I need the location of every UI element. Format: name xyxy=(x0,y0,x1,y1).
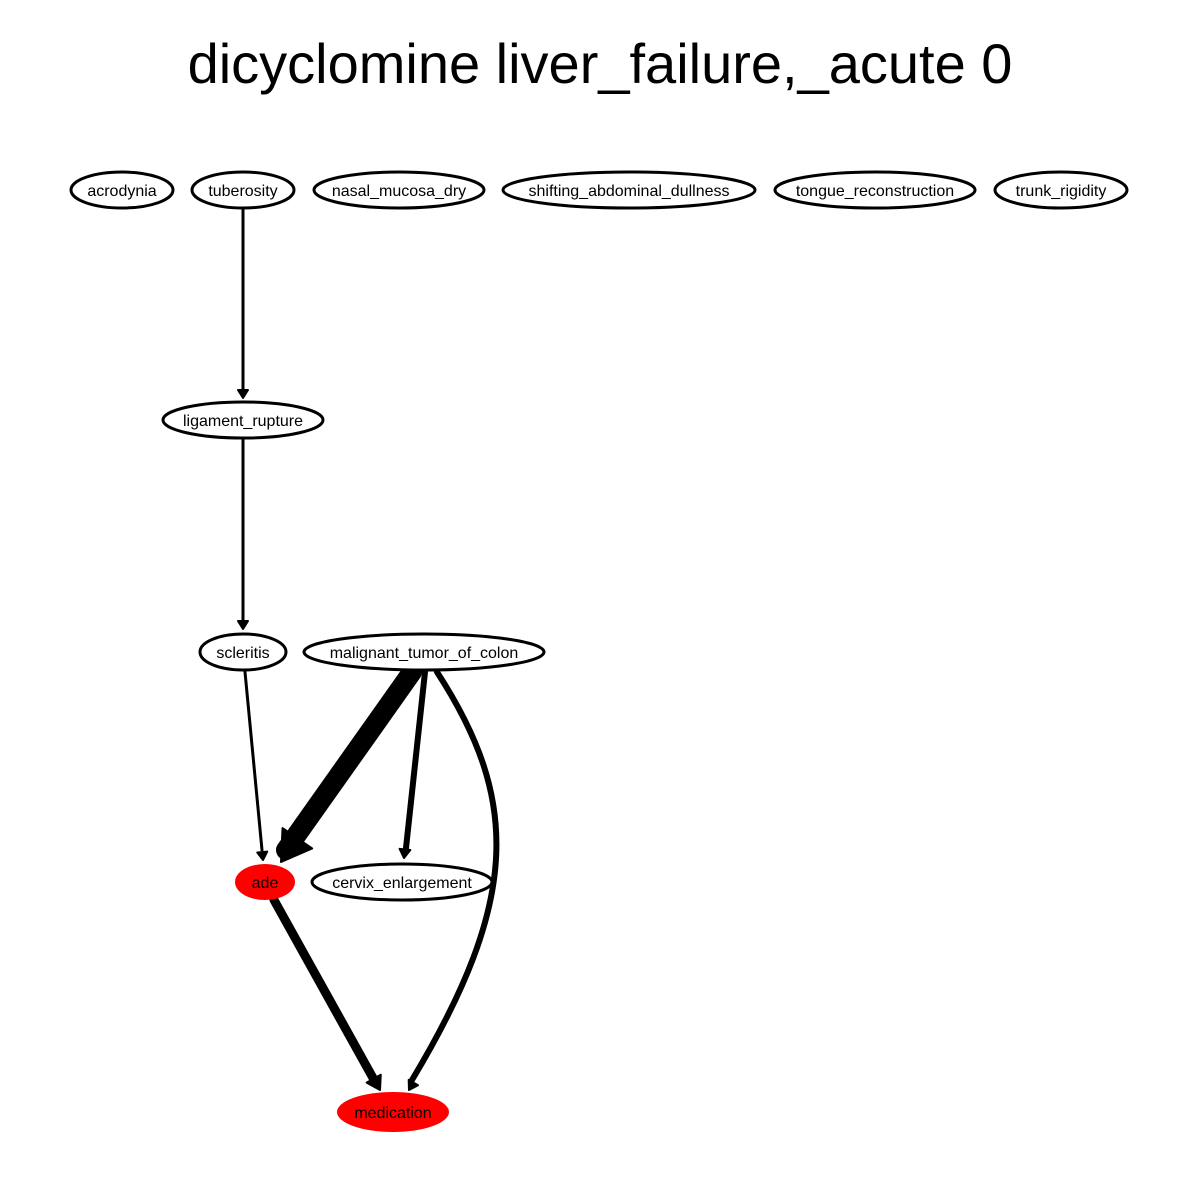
node-ade: ade xyxy=(235,864,295,900)
node-shape-acrodynia xyxy=(69,170,175,210)
edge-malignant_tumor_of_colon-to-medication xyxy=(409,669,500,1083)
node-acrodynia: acrodynia xyxy=(69,170,175,210)
arrowhead-tuberosity-to-ligament_rupture xyxy=(237,389,249,399)
node-scleritis: scleritis xyxy=(198,632,288,672)
node-label-cervix_enlargement: cervix_enlargement xyxy=(332,875,472,892)
node-shape-ligament_rupture xyxy=(161,400,325,440)
node-label-shifting_abdominal_dullness: shifting_abdominal_dullness xyxy=(528,183,729,200)
arrowhead-malignant_tumor_of_colon-to-ade xyxy=(280,827,314,863)
arrowhead-malignant_tumor_of_colon-to-medication xyxy=(407,1078,420,1091)
node-shape-ade xyxy=(235,864,295,900)
node-shape-tuberosity xyxy=(190,170,296,210)
node-shape-scleritis xyxy=(198,632,288,672)
arrowhead-scleritis-to-ade xyxy=(256,850,269,861)
graph-title: dicyclomine liver_failure,_acute 0 xyxy=(188,32,1013,95)
node-shape-cervix_enlargement xyxy=(310,862,494,902)
node-medication: medication xyxy=(337,1092,449,1132)
arrowhead-ligament_rupture-to-scleritis xyxy=(237,620,249,630)
node-label-tongue_reconstruction: tongue_reconstruction xyxy=(796,183,954,200)
node-label-malignant_tumor_of_colon: malignant_tumor_of_colon xyxy=(330,645,519,662)
node-label-trunk_rigidity: trunk_rigidity xyxy=(1016,183,1107,200)
arrowhead-ade-to-medication xyxy=(365,1073,382,1091)
node-ligament_rupture: ligament_rupture xyxy=(161,400,325,440)
node-shifting_abdominal_dullness: shifting_abdominal_dullness xyxy=(501,170,757,210)
node-label-ade: ade xyxy=(252,875,279,892)
node-label-tuberosity: tuberosity xyxy=(208,183,277,200)
edge-scleritis-to-ade xyxy=(243,670,264,852)
node-tongue_reconstruction: tongue_reconstruction xyxy=(773,170,977,210)
node-nasal_mucosa_dry: nasal_mucosa_dry xyxy=(312,170,486,210)
node-shape-shifting_abdominal_dullness xyxy=(501,170,757,210)
edges-layer xyxy=(237,208,500,1091)
node-shape-malignant_tumor_of_colon xyxy=(302,632,546,672)
node-shape-nasal_mucosa_dry xyxy=(312,170,486,210)
node-shape-tongue_reconstruction xyxy=(773,170,977,210)
node-cervix_enlargement: cervix_enlargement xyxy=(310,862,494,902)
node-trunk_rigidity: trunk_rigidity xyxy=(993,170,1129,210)
node-label-nasal_mucosa_dry: nasal_mucosa_dry xyxy=(332,183,466,200)
edge-malignant_tumor_of_colon-to-cervix_enlargement xyxy=(403,669,428,851)
node-label-scleritis: scleritis xyxy=(216,645,269,662)
node-tuberosity: tuberosity xyxy=(190,170,296,210)
node-shape-trunk_rigidity xyxy=(993,170,1129,210)
node-label-ligament_rupture: ligament_rupture xyxy=(183,413,303,430)
node-shape-medication xyxy=(337,1092,449,1132)
node-malignant_tumor_of_colon: malignant_tumor_of_colon xyxy=(302,632,546,672)
node-label-acrodynia: acrodynia xyxy=(87,183,156,200)
edge-malignant_tumor_of_colon-to-ade xyxy=(276,662,422,860)
nodes-layer: acrodynia tuberosity nasal_mucosa_dry shift… xyxy=(69,170,1129,1132)
arrowhead-malignant_tumor_of_colon-to-cervix_enlargement xyxy=(398,847,412,859)
node-label-medication: medication xyxy=(354,1105,431,1122)
edge-ade-to-medication xyxy=(269,895,378,1083)
